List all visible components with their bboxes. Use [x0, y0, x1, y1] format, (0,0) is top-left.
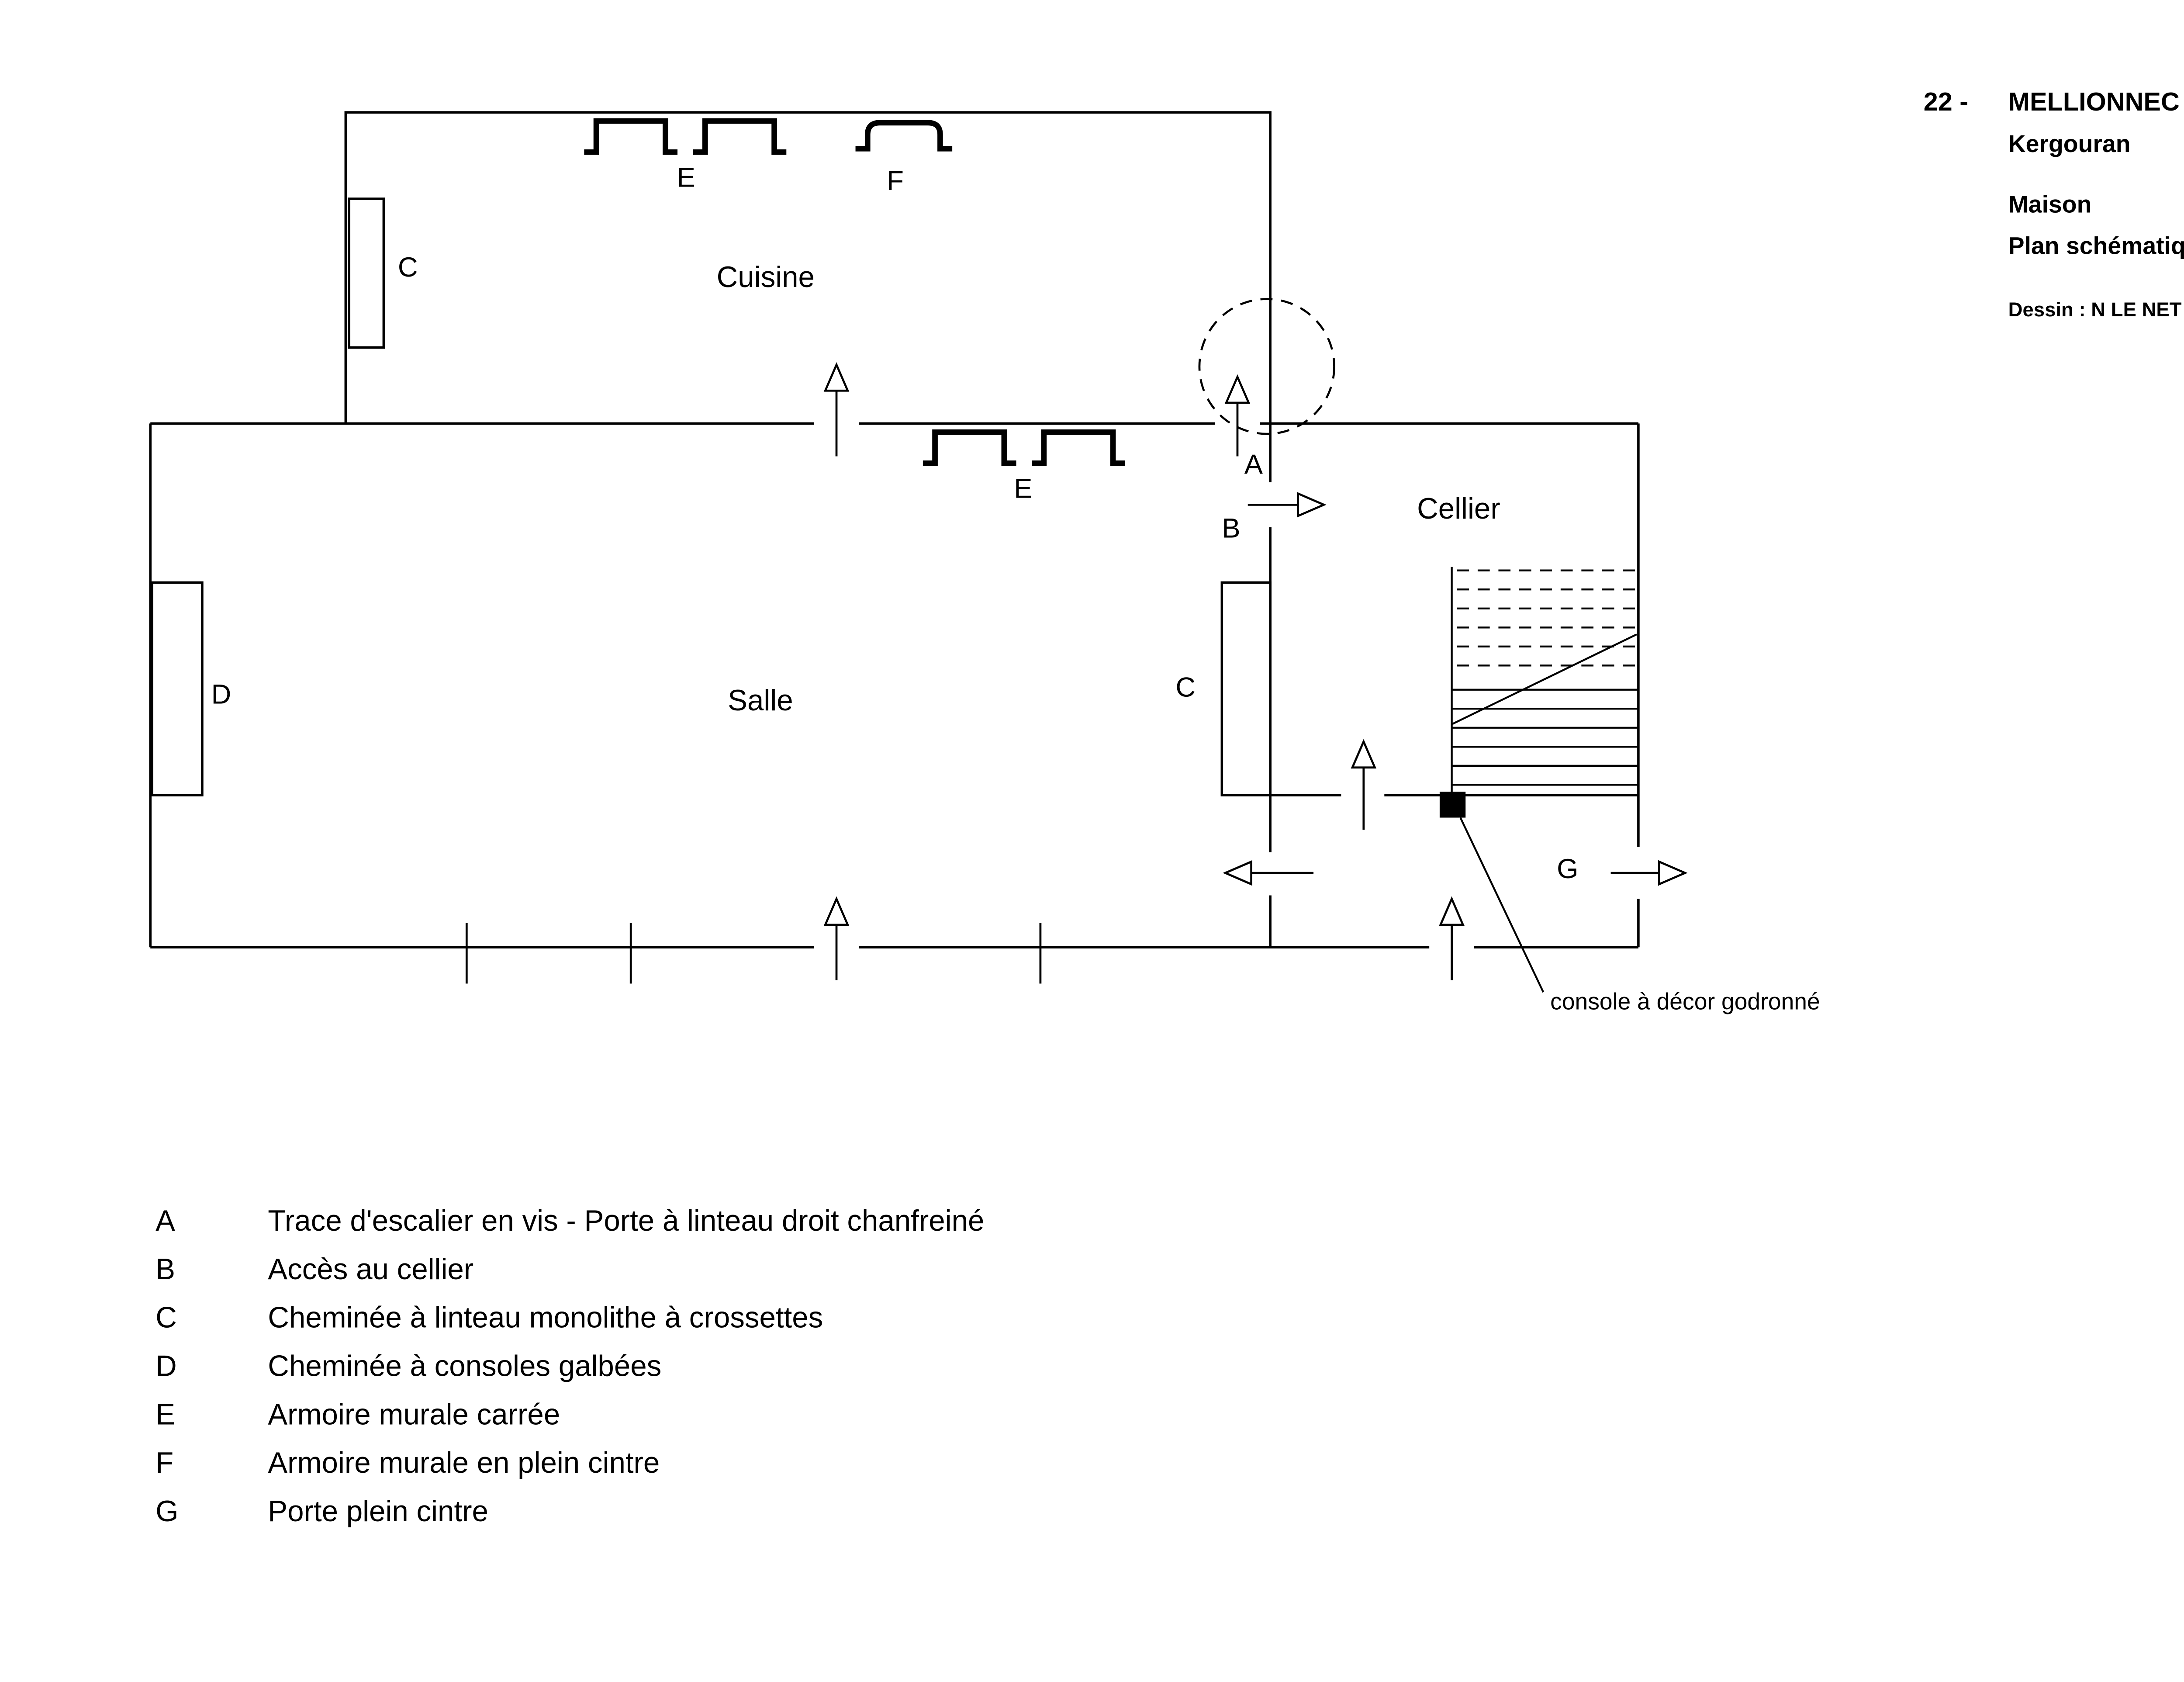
legend-text: Porte plein cintre	[268, 1495, 488, 1528]
letter-a: A	[1244, 449, 1263, 480]
legend-row: G Porte plein cintre	[156, 1495, 488, 1528]
door-arrow-cellier-south	[1439, 896, 1465, 980]
cuisine-walls	[344, 111, 1272, 424]
door-arrow-cellier-inner	[1351, 739, 1377, 830]
console-marker	[1439, 792, 1545, 993]
title-credit: Dessin : N LE NET	[2008, 298, 2182, 321]
legend-row: D Cheminée à consoles galbées	[156, 1350, 661, 1383]
door-arrows	[823, 362, 1688, 980]
letter-c-salle: C	[1175, 672, 1196, 703]
legend-row: E Armoire murale carrée	[156, 1398, 560, 1431]
door-arrow-salle-south	[823, 896, 850, 980]
legend-key: D	[156, 1350, 177, 1383]
legend-text: Armoire murale carrée	[268, 1398, 560, 1431]
legend-row: C Cheminée à linteau monolithe à crosset…	[156, 1301, 823, 1334]
title-number: 22 -	[1924, 87, 1968, 116]
armoire-square-icon	[923, 429, 1016, 466]
wall-cupboards	[584, 118, 1125, 466]
fireplaces	[151, 197, 1272, 796]
door-arrow-cuisine-salle	[823, 362, 850, 457]
legend-key: B	[156, 1253, 175, 1286]
legend-key: G	[156, 1495, 178, 1528]
legend: A Trace d'escalier en vis - Porte à lint…	[156, 1204, 984, 1528]
room-label-cellier: Cellier	[1417, 492, 1500, 525]
title-lieu-dit: Kergouran	[2008, 130, 2131, 157]
room-labels: Cuisine Salle Cellier	[717, 261, 1500, 717]
legend-row: F Armoire murale en plein cintre	[156, 1447, 660, 1479]
plan-letters: C E F E A B D C G	[211, 162, 1579, 884]
stairs	[1451, 567, 1638, 796]
title-block: 22 - MELLIONNEC Kergouran Maison Plan sc…	[1924, 87, 2184, 321]
legend-text: Cheminée à linteau monolithe à crossette…	[268, 1301, 823, 1334]
letter-e-mid: E	[1014, 474, 1032, 504]
legend-text: Trace d'escalier en vis - Porte à lintea…	[268, 1204, 984, 1237]
fireplace-salle-east-symbol	[1220, 581, 1272, 796]
armoire-square-icon	[1032, 429, 1125, 466]
armoire-arch-icon	[855, 120, 953, 152]
door-arrow-g	[1610, 860, 1688, 886]
door-arrow-b	[1248, 492, 1327, 518]
spiral-stair-trace-circle	[1198, 298, 1335, 435]
console-leader-line	[1459, 817, 1545, 993]
legend-row: A Trace d'escalier en vis - Porte à lint…	[156, 1204, 984, 1237]
door-arrow-divider-left	[1223, 860, 1314, 886]
letter-f-top: F	[887, 166, 904, 196]
legend-key: A	[156, 1204, 175, 1237]
stairs-diagonal	[1451, 633, 1637, 725]
room-label-salle: Salle	[728, 684, 793, 717]
console-square-icon	[1439, 792, 1466, 818]
letter-e-top: E	[677, 162, 695, 193]
armoire-square-icon	[584, 118, 678, 155]
door-arrow-a	[1224, 374, 1251, 457]
legend-row: B Accès au cellier	[156, 1253, 473, 1286]
legend-key: F	[156, 1447, 173, 1479]
legend-text: Cheminée à consoles galbées	[268, 1350, 661, 1383]
legend-text: Accès au cellier	[268, 1253, 473, 1286]
title-commune: MELLIONNEC	[2008, 87, 2180, 116]
armoire-square-icon	[693, 118, 787, 155]
legend-text: Armoire murale en plein cintre	[268, 1447, 660, 1479]
room-label-cuisine: Cuisine	[717, 261, 815, 294]
letter-g: G	[1557, 854, 1578, 884]
title-plan: Plan schématique du rez-de-chaussée	[2008, 232, 2184, 260]
fireplace-cuisine-symbol	[348, 197, 385, 349]
letter-c-cuisine: C	[398, 252, 418, 283]
fireplace-salle-west-symbol	[151, 581, 204, 796]
console-annotation: console à décor godronné	[1550, 989, 1820, 1015]
letter-b: B	[1222, 513, 1240, 544]
south-wall-tick-marks	[465, 923, 1042, 984]
letter-d: D	[211, 679, 232, 709]
title-edifice: Maison	[2008, 191, 2092, 218]
legend-key: C	[156, 1301, 177, 1334]
legend-key: E	[156, 1398, 175, 1431]
